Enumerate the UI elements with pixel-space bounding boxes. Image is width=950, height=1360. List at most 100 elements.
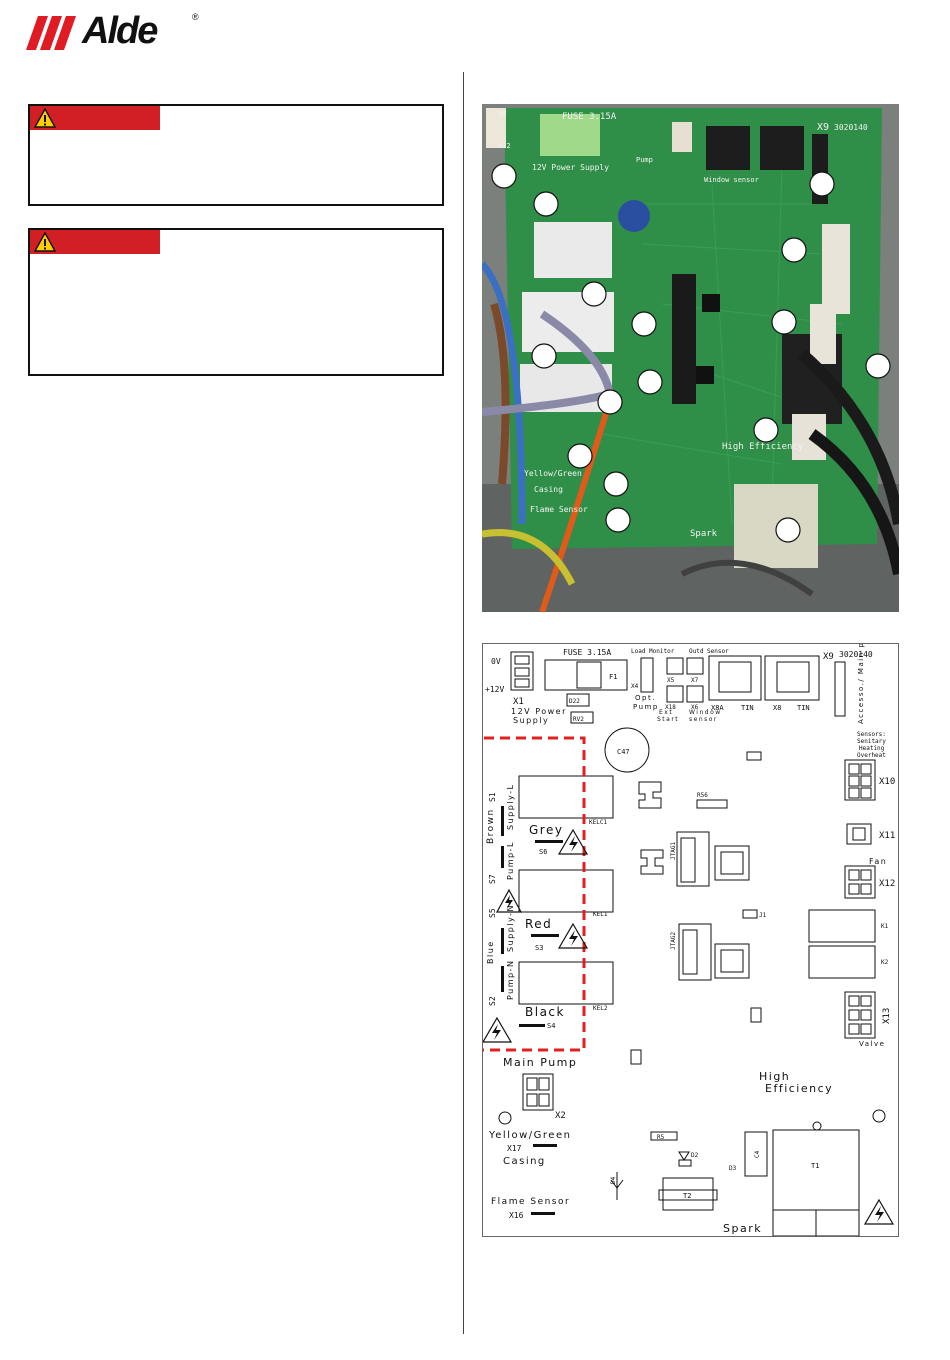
sch-efficiency: Efficiency <box>765 1082 833 1095</box>
sch-black: Black <box>525 1005 565 1019</box>
sch-brown: Brown <box>486 808 496 844</box>
sch-s3: S3 <box>535 944 543 952</box>
warning-box-1 <box>28 104 444 206</box>
callout-circle <box>809 171 835 197</box>
sch-0v: 0V <box>491 657 501 666</box>
sch-plus12v: +12V <box>485 685 504 694</box>
sch-outd-sensor: Outd Sensor <box>689 648 729 655</box>
sch-grey: Grey <box>529 823 563 837</box>
sch-d22: D22 <box>569 698 580 705</box>
sch-fan: Fan <box>869 857 887 866</box>
sch-red: Red <box>525 917 552 931</box>
sch-spark: Spark <box>723 1222 762 1235</box>
sch-pump-l: Pump-L <box>506 841 515 880</box>
sch-x2: X2 <box>555 1111 566 1121</box>
sch-tin-2: TIN <box>797 704 810 712</box>
callout-circle <box>581 281 607 307</box>
sch-s2: S2 <box>488 996 497 1006</box>
sch-k1: K1 <box>881 923 889 930</box>
sch-supply-l: Supply-L <box>506 784 515 830</box>
sch-senitary: Senitary <box>857 738 886 745</box>
callout-circle <box>631 311 657 337</box>
callout-circle <box>865 353 891 379</box>
sch-t2: T2 <box>683 1192 691 1200</box>
photo-12-pin: +12 <box>498 142 511 150</box>
sch-x6: X6 <box>691 704 699 711</box>
warning-triangle-icon <box>34 232 56 252</box>
photo-window-sensor-label: Window sensor <box>704 176 759 184</box>
high-voltage-icon <box>557 922 589 949</box>
sch-r5: R5 <box>657 1134 665 1141</box>
sch-k2: K2 <box>881 959 889 966</box>
sch-x1: X1 <box>513 697 524 707</box>
sch-x7: X7 <box>691 677 699 684</box>
sch-t1: T1 <box>811 1162 819 1170</box>
photo-x9-label: X9 <box>817 122 829 133</box>
callout-circle <box>491 163 517 189</box>
sch-s5: S5 <box>488 908 497 918</box>
sch-x16: X16 <box>509 1211 524 1220</box>
photo-fuse-label: FUSE 3.15A <box>562 112 617 122</box>
photo-12v-label: 12V Power Supply <box>532 163 609 172</box>
callout-circle <box>637 369 663 395</box>
sch-valve: Valve <box>859 1040 885 1048</box>
sch-x8a: X8A <box>711 704 724 712</box>
sch-x8: X8 <box>773 704 781 712</box>
warning-triangle-icon <box>34 108 56 128</box>
warning-box-2 <box>28 228 444 376</box>
sch-f1: F1 <box>609 673 617 681</box>
sch-d3: D3 <box>729 1165 737 1172</box>
sch-sensors: Sensors: <box>857 731 886 738</box>
sch-load-monitor: Load Monitor <box>631 648 675 655</box>
sch-opt: Opt. <box>635 694 656 702</box>
sch-kel1: KEL1 <box>593 911 608 918</box>
high-voltage-icon <box>483 1016 513 1043</box>
sch-c47: C47 <box>617 748 630 756</box>
sch-blue: Blue <box>486 940 495 964</box>
sch-jtag2: JTAG2 <box>670 932 677 950</box>
column-divider <box>463 72 464 1334</box>
photo-high-efficiency-label: High Efficiency <box>722 442 804 452</box>
board-schematic: 0V +12V X1 12V Power Supply FUSE 3.15A F… <box>482 643 899 1237</box>
sch-pump-n: Pump-N <box>506 960 515 1001</box>
sch-s1: S1 <box>488 792 497 802</box>
sch-x12: X12 <box>879 879 895 889</box>
callout-circle <box>603 471 629 497</box>
sch-sensor: sensor <box>689 716 718 723</box>
callout-circle <box>567 443 593 469</box>
sch-fuse: FUSE 3.15A <box>563 648 611 657</box>
alde-logo: Alde ® <box>24 10 199 52</box>
sch-x18: X18 <box>665 704 676 711</box>
sch-kelc1: KELC1 <box>589 819 607 826</box>
callout-circle <box>605 507 631 533</box>
sch-12v-power: 12V Power <box>511 707 567 716</box>
sch-r56: R56 <box>697 792 708 799</box>
sch-supply-n: Supply-N <box>506 904 515 952</box>
photo-pump-label: Pump <box>636 156 653 164</box>
photo-casing-label: Casing <box>534 485 563 494</box>
callout-circle <box>781 237 807 263</box>
sch-x9: X9 <box>823 652 834 662</box>
sch-accessory-panel: Accesso./ Main panel <box>857 644 865 724</box>
sch-tin-1: TIN <box>741 704 754 712</box>
callout-circle <box>775 517 801 543</box>
sch-pump: Pump <box>633 703 659 711</box>
sch-flame-sensor: Flame Sensor <box>491 1197 570 1207</box>
photo-0v-pin: 0V <box>498 110 507 118</box>
sch-rv2: RV2 <box>573 716 584 723</box>
high-voltage-icon <box>495 888 523 913</box>
high-voltage-icon <box>557 828 589 855</box>
warning-header <box>30 230 160 254</box>
sch-x4: X4 <box>631 683 639 690</box>
sch-yellow-green: Yellow/Green <box>488 1130 571 1141</box>
callout-circle <box>531 343 557 369</box>
sch-main-pump: Main Pump <box>503 1056 577 1069</box>
sch-x10: X10 <box>879 777 895 787</box>
sch-casing: Casing <box>503 1156 546 1167</box>
sch-window: Window <box>689 709 722 716</box>
photo-board-id: 3020140 <box>834 123 868 132</box>
sch-j1: J1 <box>759 912 767 919</box>
sch-high: High <box>759 1070 790 1083</box>
sch-overheat: Overheat <box>857 752 886 759</box>
sch-ext: Ext <box>659 709 673 716</box>
